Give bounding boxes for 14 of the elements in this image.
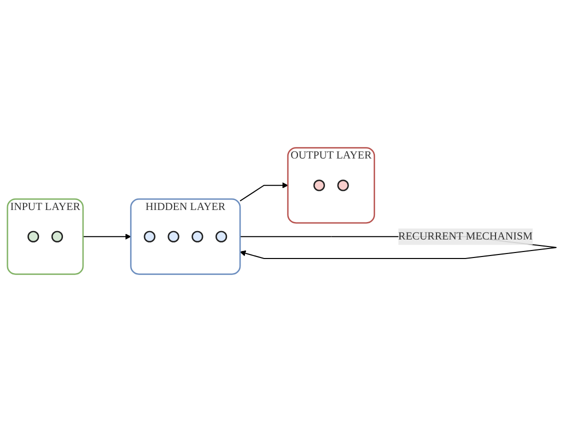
node-circle <box>313 180 325 192</box>
node-circle <box>168 230 180 242</box>
arrow <box>83 234 132 240</box>
cluster: HIDDEN LAYER <box>130 198 241 275</box>
node-circle <box>144 230 156 242</box>
node-circle <box>51 230 63 242</box>
node-circle <box>28 230 40 242</box>
cluster: OUTPUT LAYER <box>287 147 376 224</box>
edge-label: RECURRENT MECHANISM <box>398 230 533 242</box>
node-circle <box>216 230 228 242</box>
arrow <box>240 182 288 202</box>
node-circle <box>192 230 204 242</box>
node-circle <box>337 180 349 192</box>
cluster: INPUT LAYER <box>6 198 84 275</box>
